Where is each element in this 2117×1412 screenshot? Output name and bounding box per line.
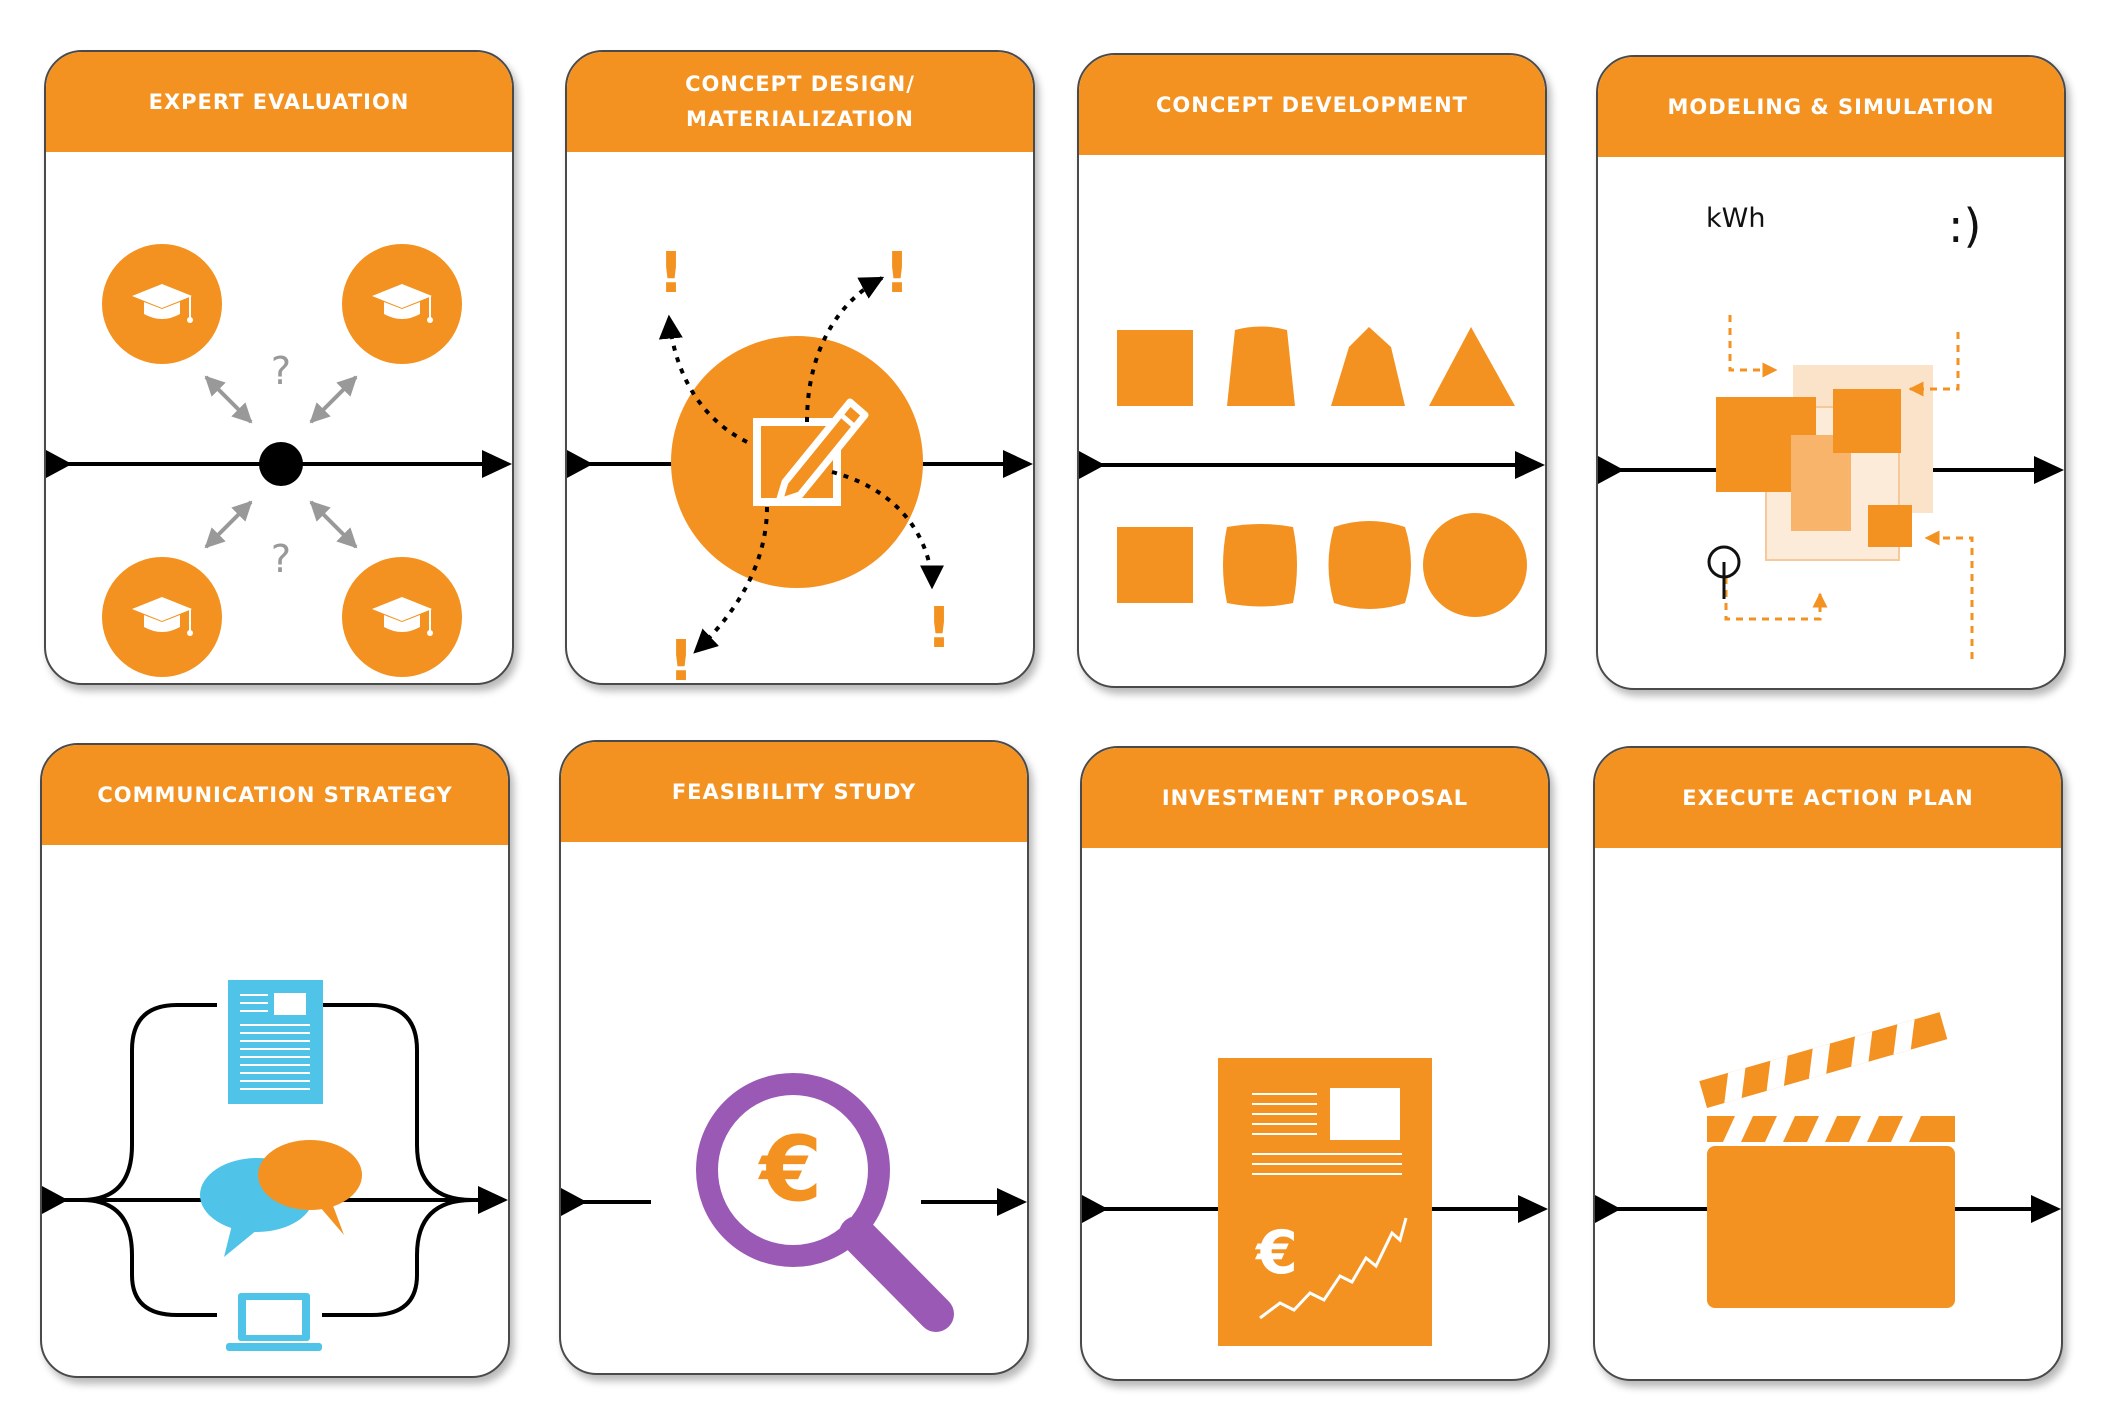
- exclamation-mark: !: [926, 596, 952, 661]
- exclamation-mark: !: [658, 241, 684, 306]
- card-title: EXPERT EVALUATION: [148, 89, 410, 114]
- shape-morph-icon: [1117, 326, 1527, 617]
- card-title: FEASIBILITY STUDY: [671, 779, 917, 804]
- graduation-caps-icon: [102, 244, 462, 677]
- card-title: COMMUNICATION STRATEGY: [97, 782, 453, 807]
- card-header: FEASIBILITY STUDY: [561, 742, 1027, 842]
- laptop-icon: [226, 1293, 322, 1351]
- exclamation-mark: !: [668, 629, 694, 685]
- card-concept-design: CONCEPT DESIGN/ MATERIALIZATION ! ! ! !: [565, 50, 1035, 685]
- card-body: [1079, 155, 1545, 686]
- edit-pencil-icon: [753, 398, 869, 506]
- card-investment-proposal: INVESTMENT PROPOSAL €: [1080, 746, 1550, 1381]
- card-header: EXPERT EVALUATION: [46, 52, 512, 152]
- card-title: INVESTMENT PROPOSAL: [1161, 785, 1469, 810]
- dashed-orange-arrows-icon: [1724, 315, 1974, 659]
- card-title: MODELING & SIMULATION: [1667, 94, 1995, 119]
- card-modeling-simulation: MODELING & SIMULATION kWh :) €: [1596, 55, 2066, 690]
- card-header: COMMUNICATION STRATEGY: [42, 745, 508, 845]
- card-header: CONCEPT DESIGN/ MATERIALIZATION: [567, 52, 1033, 152]
- card-title: CONCEPT DESIGN/ MATERIALIZATION: [685, 67, 915, 137]
- card-title: EXECUTE ACTION PLAN: [1682, 785, 1974, 810]
- document-icon: [228, 980, 323, 1104]
- pin-icon: [1707, 545, 1741, 599]
- center-node-icon: [259, 442, 303, 486]
- smiley-label: :): [1948, 199, 1981, 253]
- magnifier-euro-icon: €: [696, 1073, 954, 1332]
- question-mark: ?: [271, 537, 291, 581]
- card-header: EXECUTE ACTION PLAN: [1595, 748, 2061, 848]
- card-header: MODELING & SIMULATION: [1598, 57, 2064, 157]
- card-body: kWh :) €: [1598, 157, 2064, 690]
- card-body: ! ! ! !: [567, 152, 1033, 685]
- card-body: [1595, 848, 2061, 1379]
- euro-label: €: [1956, 682, 1976, 690]
- clapperboard-icon: [1699, 1012, 1955, 1308]
- card-header: CONCEPT DEVELOPMENT: [1079, 55, 1545, 155]
- card-communication-strategy: COMMUNICATION STRATEGY: [40, 743, 510, 1378]
- exclamation-mark: !: [884, 241, 910, 306]
- euro-symbol: €: [758, 1117, 823, 1222]
- dotted-arrows-icon: [658, 276, 944, 654]
- chat-bubbles-icon: [200, 1140, 362, 1257]
- card-expert-evaluation: EXPERT EVALUATION ? ?: [44, 50, 514, 685]
- card-title-line: CONCEPT DESIGN/: [685, 72, 915, 96]
- growth-line-icon: [1259, 1217, 1408, 1320]
- card-body: [42, 845, 508, 1376]
- card-body: €: [1082, 848, 1548, 1379]
- bidirectional-arrows-icon: [204, 375, 358, 549]
- card-feasibility-study: FEASIBILITY STUDY €: [559, 740, 1029, 1375]
- question-mark: ?: [271, 349, 291, 393]
- branch-lines-icon: [81, 1003, 473, 1317]
- card-header: INVESTMENT PROPOSAL: [1082, 748, 1548, 848]
- card-title-line: MATERIALIZATION: [685, 107, 915, 131]
- card-body: €: [561, 842, 1027, 1373]
- card-title: CONCEPT DEVELOPMENT: [1155, 92, 1468, 117]
- simulation-blocks-icon: [1716, 365, 1933, 561]
- card-body: ? ?: [46, 152, 512, 683]
- card-execute-action-plan: EXECUTE ACTION PLAN: [1593, 746, 2063, 1381]
- card-concept-development: CONCEPT DEVELOPMENT: [1077, 53, 1547, 688]
- investment-document-icon: €: [1218, 1058, 1432, 1346]
- euro-symbol: €: [1254, 1218, 1298, 1288]
- kwh-label: kWh: [1706, 203, 1765, 234]
